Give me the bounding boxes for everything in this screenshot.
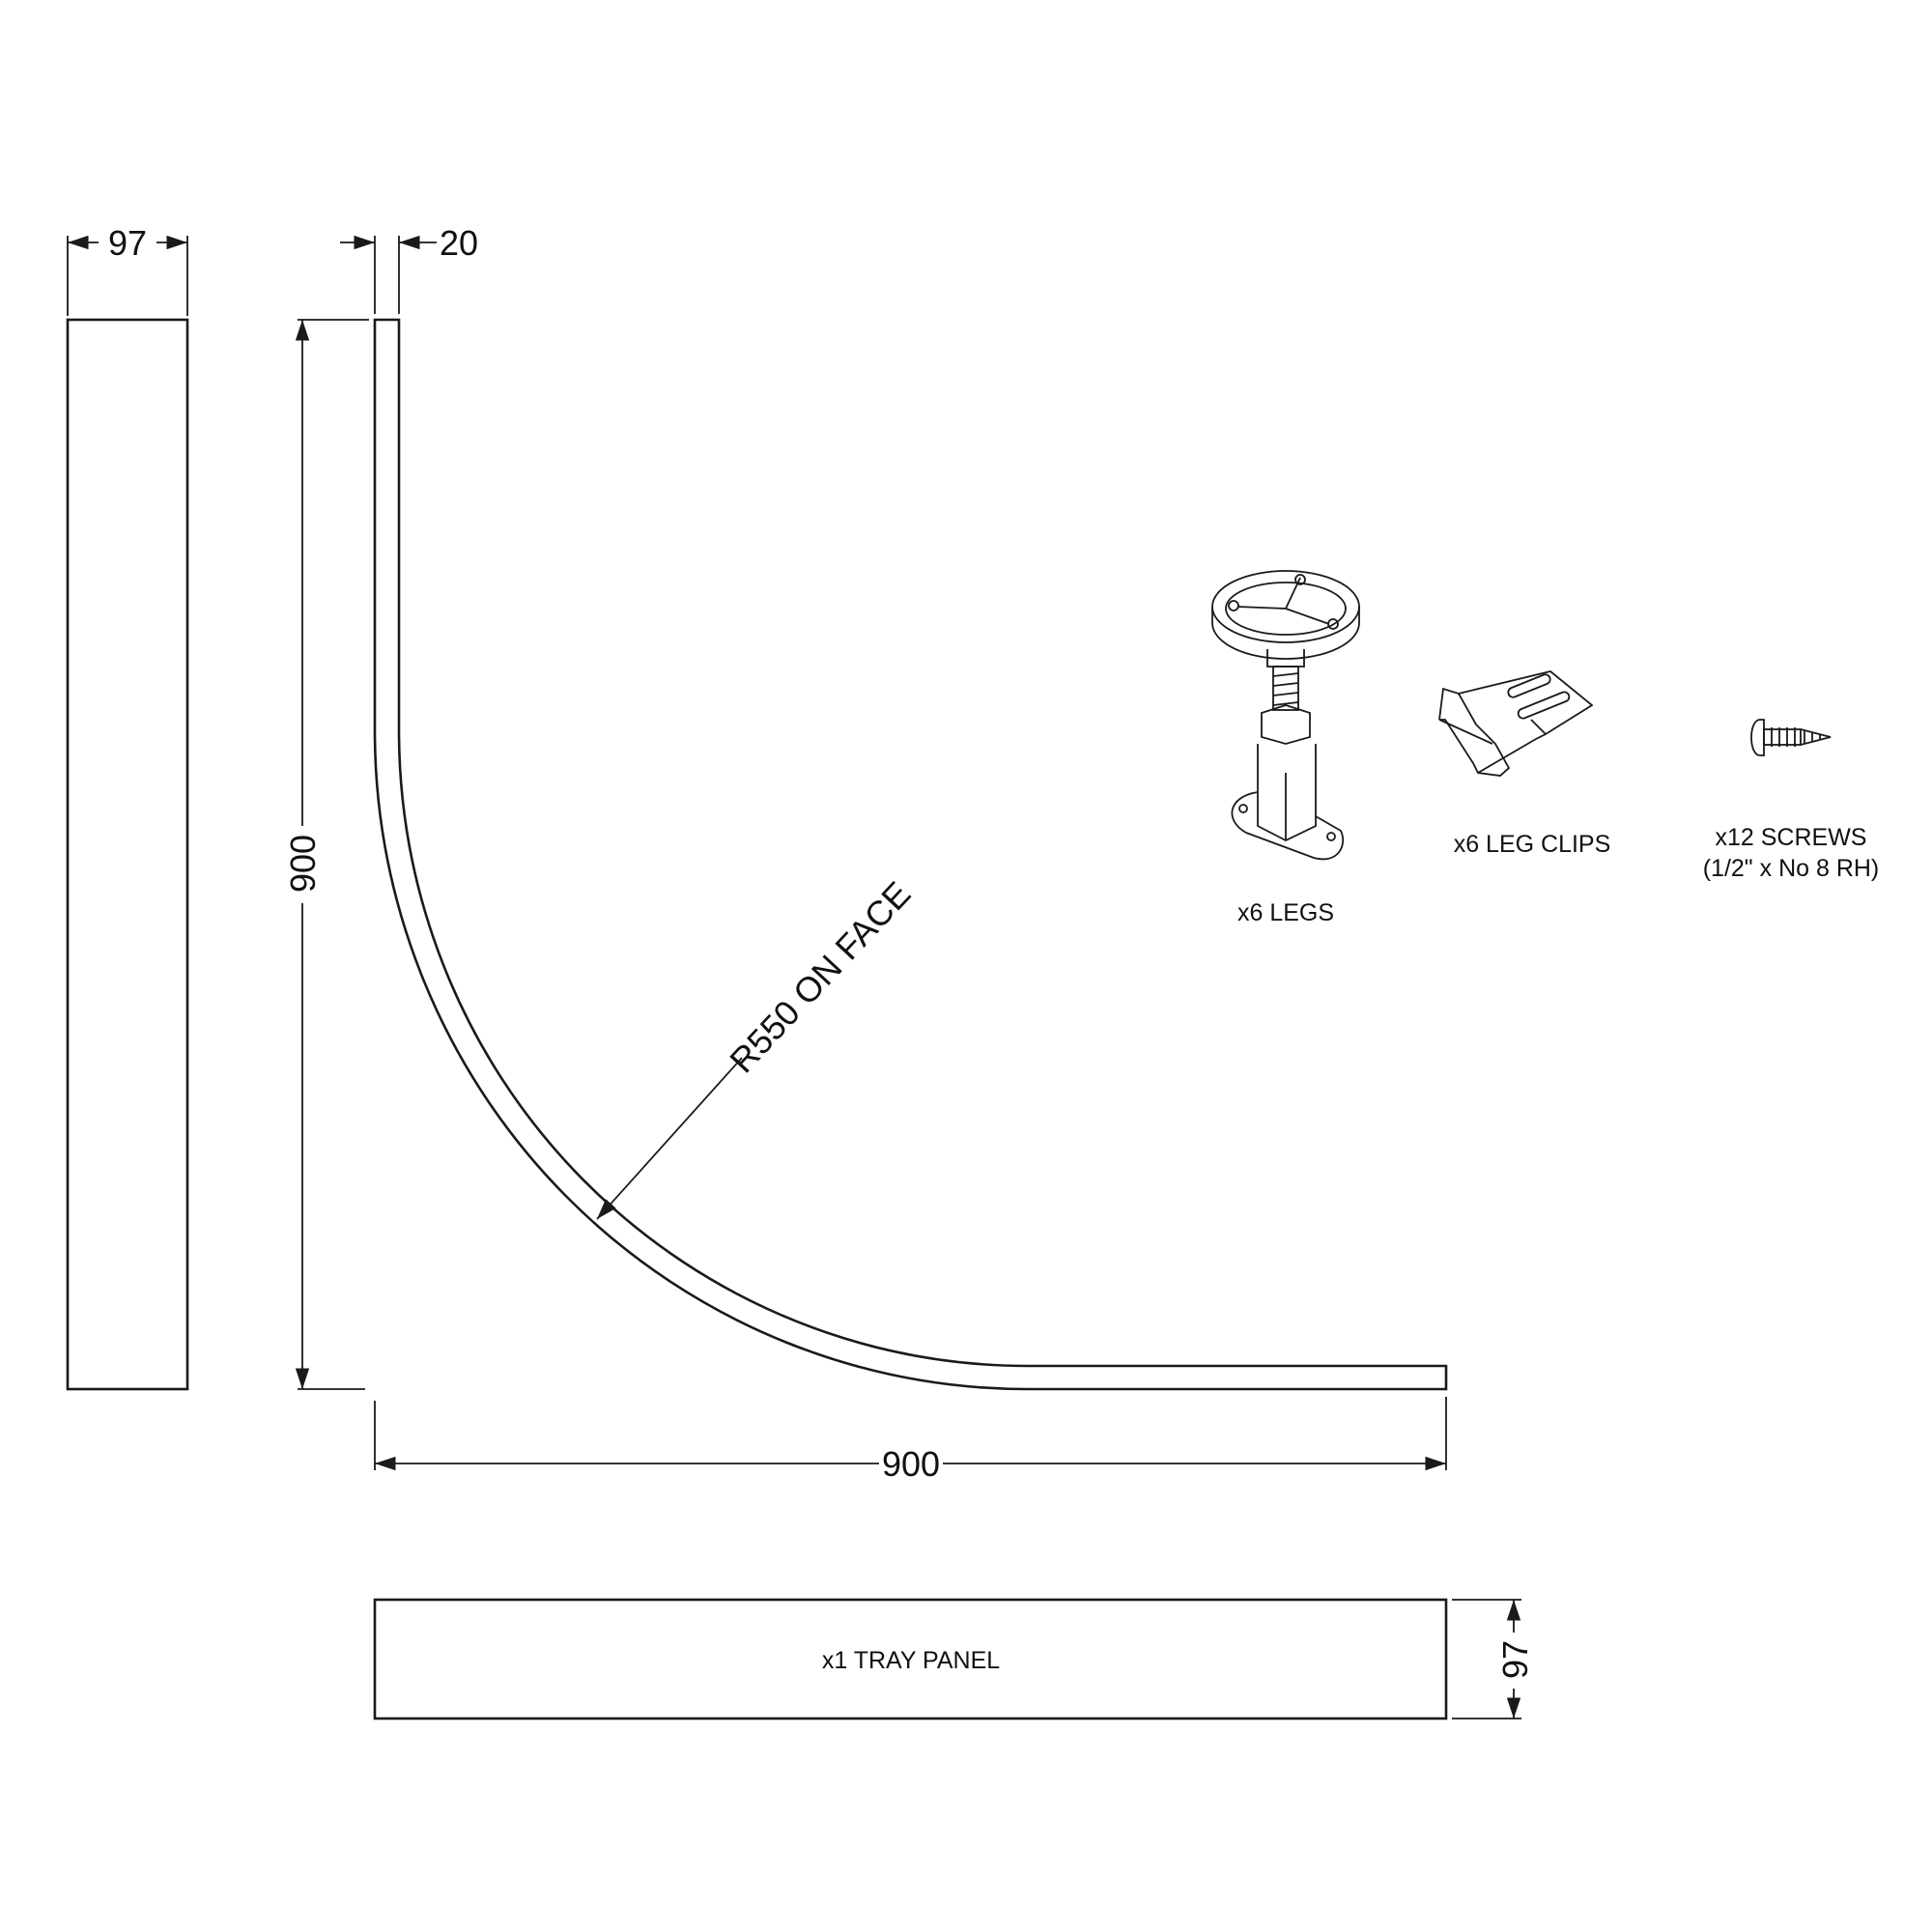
height-label: 900 — [283, 835, 323, 893]
screw-icon — [1750, 719, 1832, 756]
tray-panel: x1 TRAY PANEL 97 — [373, 1598, 1535, 1720]
adjustable-leg-icon — [1211, 570, 1360, 861]
tray-panel-label: x1 TRAY PANEL — [822, 1647, 1000, 1674]
side-panel-width-label: 97 — [108, 223, 147, 263]
side-panel: 97 — [66, 223, 189, 1391]
leg-clips-label: x6 LEG CLIPS — [1454, 831, 1611, 858]
screws-spec-label: (1/2" x No 8 RH) — [1703, 855, 1880, 882]
legs-label: x6 LEGS — [1237, 899, 1334, 926]
panel-thickness-label: 20 — [440, 223, 478, 263]
screws-label: x12 SCREWS — [1716, 824, 1867, 851]
leg-clip-icon — [1438, 670, 1594, 777]
curved-panel: 20 900 900 R550 ON FACE — [283, 223, 1448, 1484]
width-label: 900 — [882, 1444, 940, 1484]
radius-label: R550 ON FACE — [722, 874, 918, 1081]
tray-panel-height-label: 97 — [1495, 1640, 1535, 1679]
